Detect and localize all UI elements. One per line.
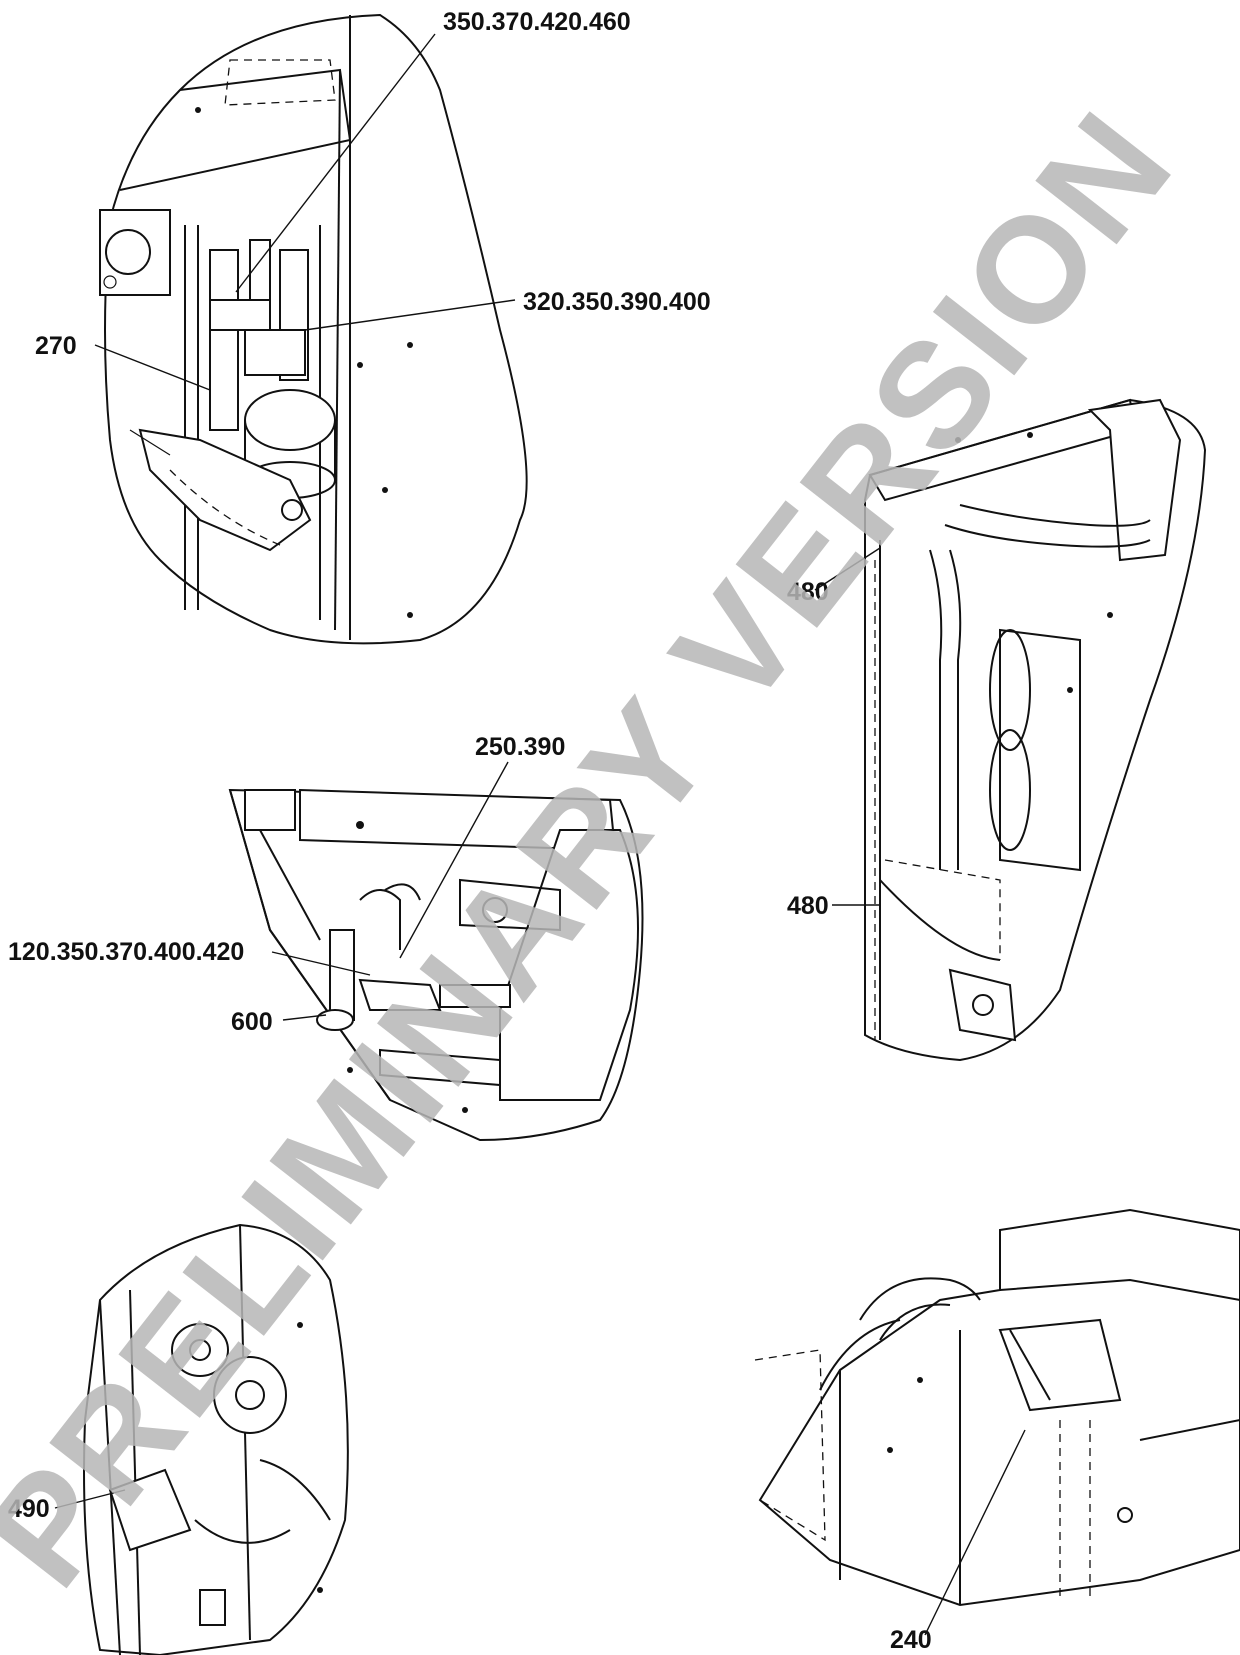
leader-c7 <box>282 1014 327 1021</box>
leader-c3 <box>94 344 211 391</box>
detail-view-bottom-left <box>83 1223 349 1655</box>
detail-view-middle <box>228 788 644 1142</box>
callout-c6: 120.350.370.400.420 <box>8 938 244 966</box>
detail-view-right <box>864 398 1207 1062</box>
leader-c5 <box>399 761 509 959</box>
callout-c4: 480 <box>787 578 829 606</box>
leader-c6 <box>271 951 371 976</box>
callout-c7: 600 <box>231 1008 273 1036</box>
callout-labels: 350.370.420.460 320.350.390.400 270 480 … <box>8 8 932 1654</box>
callout-c8: 480 <box>787 892 829 920</box>
leader-c10 <box>924 1429 1026 1636</box>
leader-c4 <box>814 547 881 591</box>
leader-c9 <box>54 1489 126 1509</box>
callout-c10: 240 <box>890 1626 932 1654</box>
callout-c9: 490 <box>8 1495 50 1523</box>
callout-c1: 350.370.420.460 <box>443 8 631 36</box>
callout-c3: 270 <box>35 332 77 360</box>
callout-c5: 250.390 <box>475 733 565 761</box>
leader-c2 <box>304 299 516 331</box>
callout-c2: 320.350.390.400 <box>523 288 711 316</box>
leader-c1 <box>235 33 436 293</box>
leader-lines <box>54 33 1026 1636</box>
detail-view-bottom-right <box>754 1208 1240 1607</box>
